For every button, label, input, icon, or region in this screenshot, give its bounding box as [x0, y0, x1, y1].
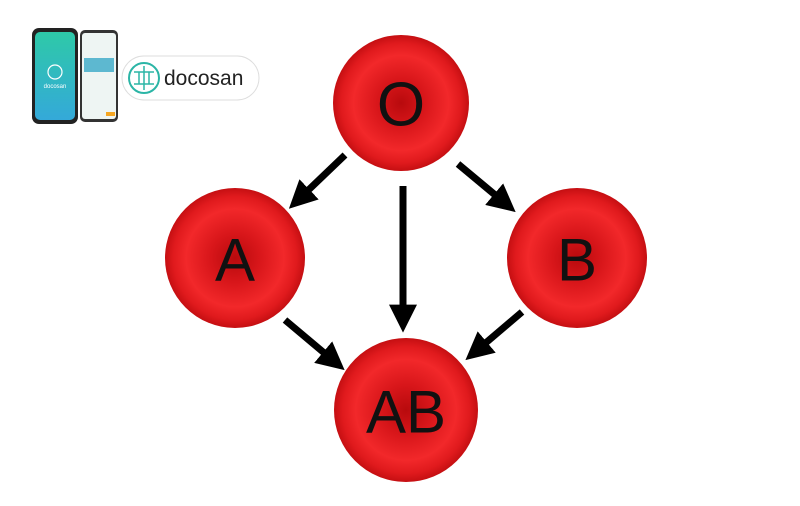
phone-screen — [82, 33, 116, 119]
phone-app-name: docosan — [44, 84, 67, 90]
label-a: A — [215, 227, 255, 294]
label-o: O — [377, 71, 425, 140]
phone-logo-icon — [47, 64, 63, 80]
arrow-o-to-a — [288, 152, 348, 209]
docosan-logo: docosan docosan — [32, 28, 260, 124]
arrow-a-to-ab — [282, 317, 345, 371]
brand-pill — [121, 55, 260, 101]
node-a: A — [165, 188, 305, 328]
node-b: B — [507, 188, 647, 328]
arrows — [282, 152, 525, 371]
red-cell-o — [333, 35, 469, 171]
red-cell-b — [507, 188, 647, 328]
brand-name: docosan — [164, 67, 243, 90]
arrow-o-to-b — [455, 161, 516, 213]
red-cell-a — [165, 188, 305, 328]
docosan-emblem-icon — [128, 62, 160, 94]
arrow-b-to-ab — [465, 309, 525, 361]
node-ab: AB — [334, 338, 478, 482]
label-ab: AB — [366, 379, 446, 446]
red-cell-ab — [334, 338, 478, 482]
label-b: B — [557, 227, 597, 294]
node-o: O — [333, 35, 469, 171]
